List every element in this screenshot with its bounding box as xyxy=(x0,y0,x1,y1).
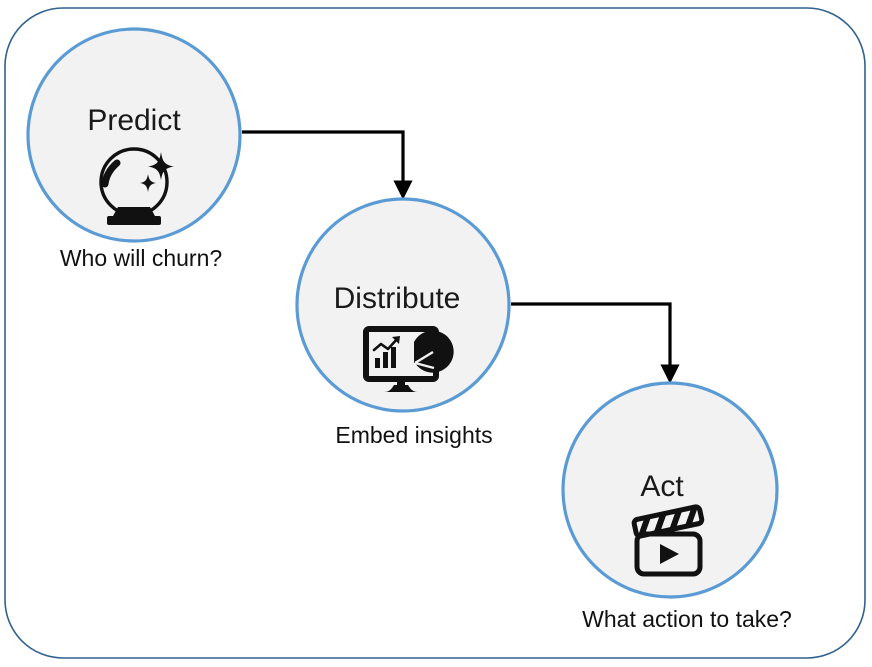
connector-distribute-to-act xyxy=(511,302,680,384)
distribute-label: Distribute xyxy=(334,282,461,315)
crystal-ball-icon xyxy=(99,147,174,225)
connector-predict-to-distribute xyxy=(242,130,413,200)
monitor-analytics-icon xyxy=(363,326,454,392)
act-caption: What action to take? xyxy=(582,606,792,632)
clapperboard-icon xyxy=(631,504,705,577)
distribute-circle[interactable] xyxy=(295,197,511,413)
distribute-caption: Embed insights xyxy=(335,422,492,448)
predict-caption: Who will churn? xyxy=(60,245,222,271)
act-label: Act xyxy=(640,470,684,503)
predict-circle[interactable] xyxy=(26,27,242,243)
predict-label: Predict xyxy=(87,104,181,137)
node-distribute[interactable]: Distribute xyxy=(295,197,511,448)
outer-rounded-frame xyxy=(4,7,866,659)
node-predict[interactable]: Predict Who will churn? xyxy=(26,27,242,271)
act-circle[interactable] xyxy=(561,381,779,599)
connector-path xyxy=(242,130,413,200)
connector-path xyxy=(511,302,680,384)
node-act[interactable]: Act What action to take? xyxy=(561,381,792,632)
